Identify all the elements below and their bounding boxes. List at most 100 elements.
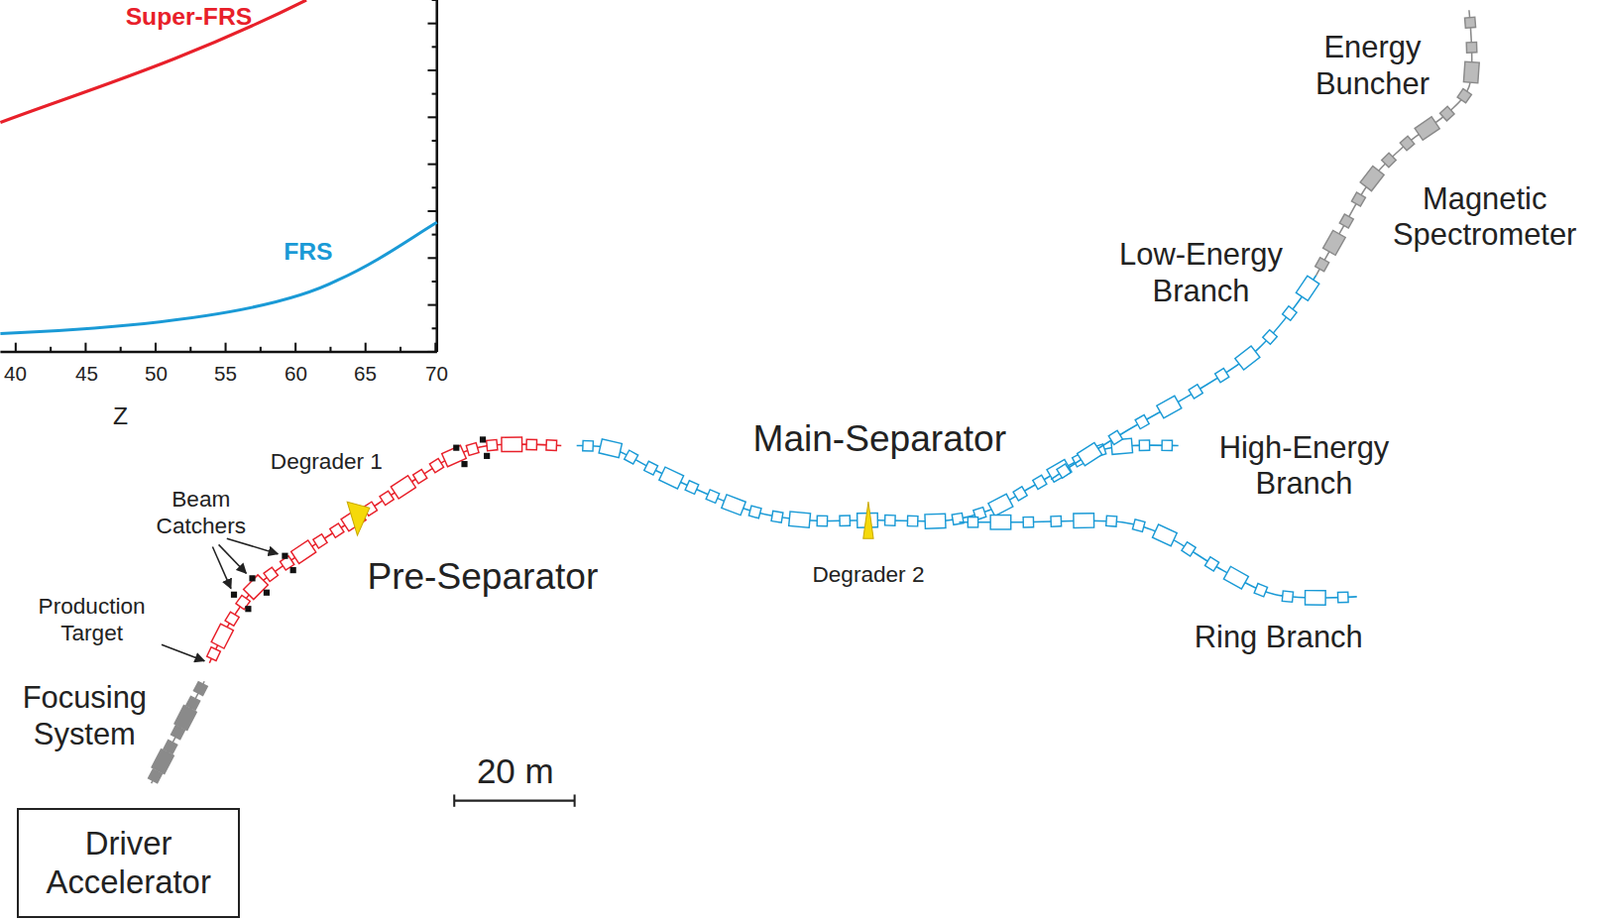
- magnet: [1161, 440, 1172, 451]
- magnet: [582, 440, 594, 452]
- magnet: [193, 682, 208, 696]
- magnet: [1262, 330, 1278, 345]
- magnet: [211, 623, 233, 649]
- magnet: [1235, 345, 1260, 370]
- magnet: [1295, 275, 1319, 301]
- magnet: [526, 439, 538, 451]
- beam-catcher: [453, 445, 459, 452]
- magnet: [771, 510, 784, 523]
- part-label: High-Energy Branch: [1204, 430, 1404, 503]
- scale-bar-tick: [573, 794, 576, 806]
- tick-label: 45: [75, 361, 99, 386]
- magnet: [1304, 590, 1326, 606]
- beam-catcher: [460, 460, 467, 467]
- magnet: [263, 567, 278, 581]
- magnet: [659, 466, 685, 489]
- scale-bar: [454, 794, 574, 806]
- magnet: [1152, 524, 1178, 547]
- tick-label: 40: [3, 361, 27, 386]
- beamline: [148, 9, 1481, 784]
- axis-ticks: [15, 0, 438, 352]
- magnet: [1050, 516, 1062, 528]
- magnet: [685, 480, 699, 495]
- part-label: Degrader 1: [270, 449, 383, 476]
- magnet: [1339, 214, 1354, 229]
- magnet: [1466, 42, 1478, 54]
- tick-label: 65: [353, 361, 377, 386]
- leader-arrows: [161, 538, 278, 661]
- magnet: [413, 468, 428, 483]
- axis-tick: [225, 342, 228, 352]
- magnet: [990, 515, 1012, 530]
- magnet: [1282, 306, 1297, 321]
- magnet: [789, 511, 811, 528]
- magnet: [1457, 89, 1472, 104]
- axis-tick: [432, 0, 438, 1]
- magnet: [1056, 463, 1071, 478]
- magnet: [1032, 474, 1047, 489]
- magnet: [390, 475, 416, 499]
- magnet: [1156, 395, 1182, 419]
- magnet: [967, 517, 978, 528]
- magnet: [379, 490, 394, 505]
- box-label: Driver Accelerator: [31, 823, 227, 903]
- axis-tick: [432, 186, 438, 189]
- magnet: [1440, 106, 1456, 121]
- beam-path: [151, 681, 205, 784]
- y-axis: [435, 0, 439, 352]
- magnet: [1077, 442, 1103, 465]
- magnet: [313, 534, 328, 549]
- beam-catcher: [290, 567, 297, 573]
- beam-catcher: [483, 453, 490, 459]
- magnet: [465, 443, 479, 457]
- magnet: [1181, 542, 1196, 557]
- leader-arrow: [161, 644, 205, 661]
- magnet: [225, 611, 239, 626]
- magnet: [839, 515, 850, 526]
- magnet: [546, 440, 558, 452]
- magnet: [1381, 152, 1397, 168]
- magnet: [186, 695, 201, 710]
- series-label: FRS: [283, 236, 333, 266]
- magnet: [291, 540, 317, 564]
- axis-tick: [427, 115, 437, 118]
- part-label: Production Target: [20, 593, 164, 647]
- part-label: Degrader 2: [811, 562, 924, 589]
- magnet: [1023, 516, 1033, 527]
- super-frs-curve: [0, 0, 307, 122]
- part-label: Main-Separator: [753, 417, 1008, 461]
- axis-tick: [119, 346, 122, 352]
- axis-tick: [432, 280, 438, 283]
- magnet: [598, 439, 622, 458]
- magnet: [1223, 566, 1249, 589]
- beam-catcher: [263, 589, 270, 596]
- magnet: [1215, 368, 1230, 383]
- magnet: [486, 440, 498, 452]
- beam-catcher: [479, 436, 486, 443]
- part-label: Energy Buncher: [1285, 29, 1460, 103]
- magnet: [330, 523, 344, 538]
- degrader-2-symbol: [863, 501, 874, 539]
- x-axis: [0, 350, 437, 354]
- tick-label: 55: [214, 361, 237, 386]
- axis-tick: [434, 342, 437, 352]
- axis-tick: [427, 210, 437, 213]
- beam-catcher: [248, 574, 255, 581]
- chart-fragment: [0, 0, 437, 352]
- axis-tick: [432, 327, 438, 330]
- axis-tick: [399, 346, 402, 352]
- degrader-1-symbol: [346, 501, 370, 536]
- magnet: [1188, 384, 1203, 399]
- axis-tick: [294, 342, 297, 352]
- axis-title: Z: [113, 401, 128, 431]
- magnet: [924, 513, 946, 529]
- tick-label: 50: [144, 361, 168, 386]
- leader-arrow: [219, 544, 247, 573]
- tick-label: 60: [284, 361, 308, 386]
- magnet: [1360, 166, 1384, 192]
- magnet: [907, 515, 918, 527]
- scale-bar-tick: [453, 794, 456, 806]
- part-label: Low-Energy Branch: [1104, 236, 1299, 310]
- magnet: [207, 647, 222, 662]
- tick-label: 70: [425, 361, 449, 386]
